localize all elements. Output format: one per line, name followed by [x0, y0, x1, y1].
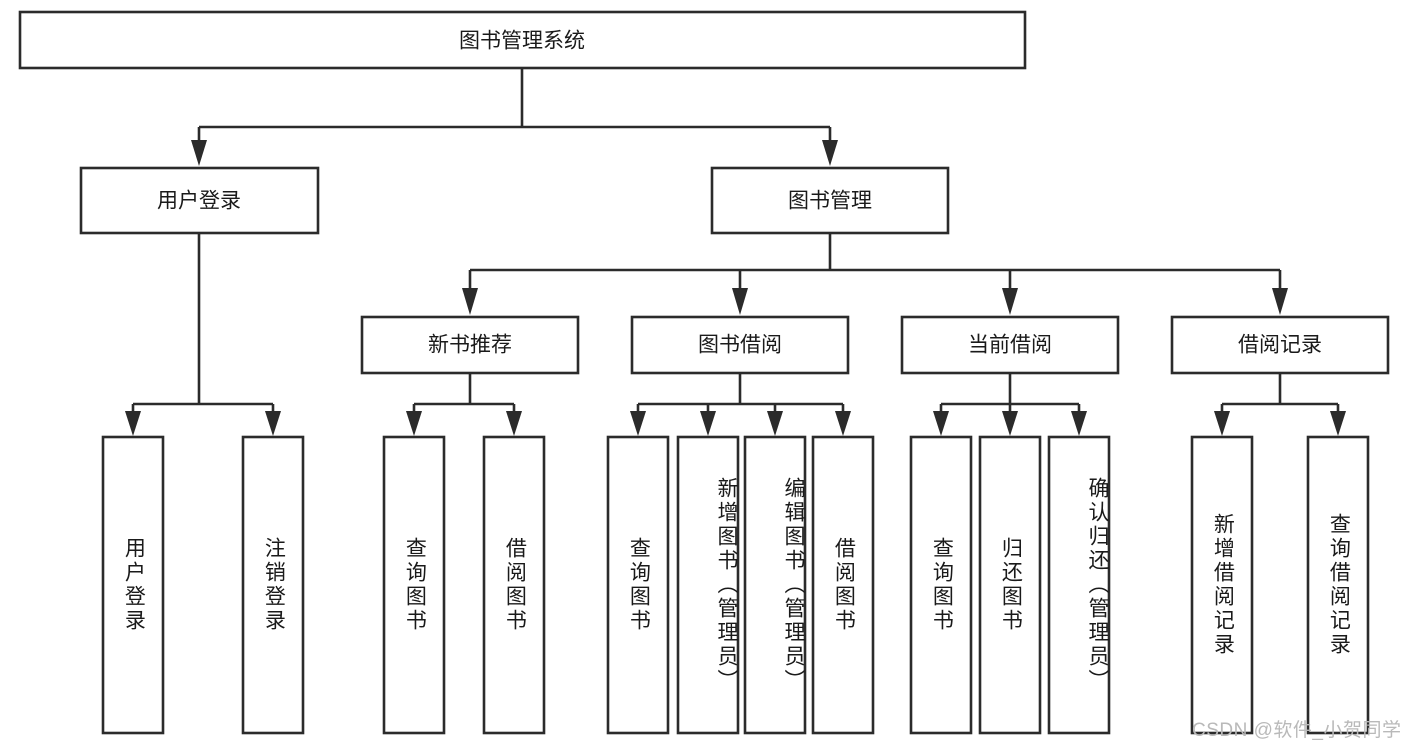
arrow-nb-to-leaf1	[406, 411, 422, 436]
leaf-query-book-3-box[interactable]	[909, 435, 973, 735]
leaf-user-login-box[interactable]	[101, 435, 165, 735]
node-root[interactable]: 图书管理系统	[18, 10, 1027, 70]
leaf-edit-book-box[interactable]	[743, 435, 807, 735]
connectors-root-to-level2	[191, 68, 838, 166]
node-book-borrow-label: 图书借阅	[698, 334, 782, 357]
connectors-book-borrow-to-leaves	[630, 373, 851, 436]
leaf-query-book-1-box[interactable]	[382, 435, 446, 735]
arrow-bb-to-leaf3	[767, 411, 783, 436]
arrow-bm-to-new-book	[462, 288, 478, 315]
csdn-watermark: CSDN @软件_小贺同学	[1192, 720, 1402, 741]
arrow-cb-to-leaf2	[1002, 411, 1018, 436]
node-book-borrow-box[interactable]	[630, 315, 850, 375]
arrow-bm-to-book-borrow	[732, 288, 748, 315]
node-borrow-record-box[interactable]	[1170, 315, 1390, 375]
arrow-bm-to-current-borrow	[1002, 288, 1018, 315]
node-current-borrow-label: 当前借阅	[968, 334, 1052, 357]
node-current-borrow-box[interactable]	[900, 315, 1120, 375]
arrow-bm-to-borrow-record	[1272, 288, 1288, 315]
leaf-return-book-box[interactable]	[978, 435, 1042, 735]
node-current-borrow[interactable]: 当前借阅	[900, 315, 1120, 375]
node-book-borrow[interactable]: 图书借阅	[630, 315, 850, 375]
arrow-cb-to-leaf3	[1071, 411, 1087, 436]
leaf-borrow-book-2-box[interactable]	[811, 435, 875, 735]
node-book-manage-box[interactable]	[710, 166, 950, 235]
arrow-nb-to-leaf2	[506, 411, 522, 436]
leaf-query-book-2-box[interactable]	[606, 435, 670, 735]
arrow-br-to-leaf1	[1214, 411, 1230, 436]
leaf-borrow-book-1-box[interactable]	[482, 435, 546, 735]
leaf-user-logout-box[interactable]	[241, 435, 305, 735]
leaf-confirm-return-box[interactable]	[1047, 435, 1111, 735]
connectors-user-login-to-leaves	[125, 233, 281, 436]
node-new-book-recommend[interactable]: 新书推荐	[360, 315, 580, 375]
arrow-bb-to-leaf4	[835, 411, 851, 436]
leaf-query-record-box[interactable]	[1306, 435, 1370, 735]
node-user-login[interactable]: 用户登录	[79, 166, 320, 235]
arrow-ul-to-leaf2	[265, 411, 281, 436]
node-book-manage-label: 图书管理	[788, 190, 872, 213]
node-user-login-box[interactable]	[79, 166, 320, 235]
arrow-bb-to-leaf2	[700, 411, 716, 436]
leaf-boxes	[101, 435, 1370, 735]
node-borrow-record-label: 借阅记录	[1238, 334, 1322, 357]
connectors-borrow-record-to-leaves	[1214, 373, 1346, 436]
arrow-root-to-book-manage	[822, 140, 838, 166]
node-borrow-record[interactable]: 借阅记录	[1170, 315, 1390, 375]
node-root-box[interactable]	[18, 10, 1027, 70]
node-book-manage[interactable]: 图书管理	[710, 166, 950, 235]
leaf-add-record-box[interactable]	[1190, 435, 1254, 735]
arrow-root-to-user-login	[191, 140, 207, 166]
node-new-book-recommend-label: 新书推荐	[428, 334, 512, 357]
node-user-login-label: 用户登录	[157, 190, 241, 213]
connectors-new-book-to-leaves	[406, 373, 522, 436]
leaf-add-book-box[interactable]	[676, 435, 740, 735]
arrow-ul-to-leaf1	[125, 411, 141, 436]
node-new-book-recommend-box[interactable]	[360, 315, 580, 375]
arrow-bb-to-leaf1	[630, 411, 646, 436]
connectors-current-borrow-to-leaves	[933, 373, 1087, 436]
arrow-br-to-leaf2	[1330, 411, 1346, 436]
connectors-book-manage-to-level3	[462, 233, 1288, 315]
node-root-label: 图书管理系统	[459, 30, 585, 53]
arrow-cb-to-leaf1	[933, 411, 949, 436]
